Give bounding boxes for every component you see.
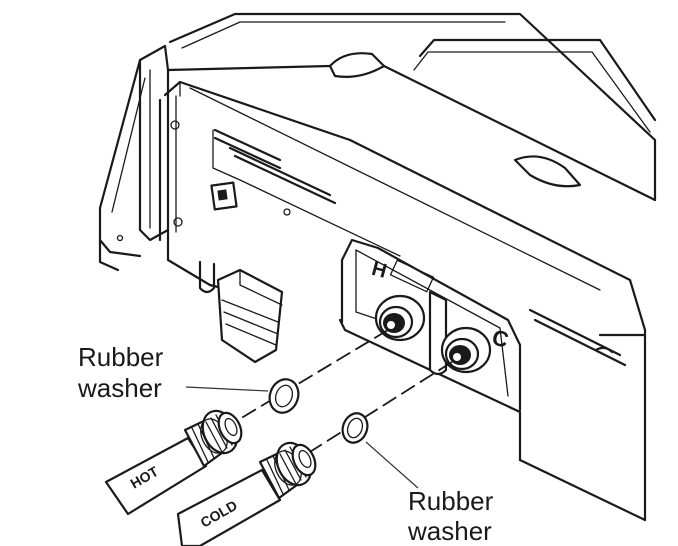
rubber-washer-hot xyxy=(268,378,300,414)
cold-alignment-line xyxy=(293,361,453,463)
washer-right-label-line2: washer xyxy=(407,516,492,546)
washer-right-callout: Rubber washer xyxy=(407,486,494,546)
valve-recess: H C xyxy=(340,238,522,412)
washer-cabinet xyxy=(98,12,657,522)
hot-hose: HOT xyxy=(104,409,243,516)
washer-left-label-line2: washer xyxy=(77,373,162,403)
cold-inlet-valve xyxy=(440,326,492,374)
hot-alignment-line xyxy=(217,329,389,433)
rubber-washer-cold xyxy=(341,412,369,444)
cold-hose: COLD xyxy=(176,441,317,546)
hot-inlet-valve xyxy=(374,294,426,342)
valve-cold-letter: C xyxy=(489,324,511,352)
washer-right-leader xyxy=(365,441,419,489)
washer-left-leader xyxy=(185,386,269,392)
washer-left-label-line1: Rubber xyxy=(78,342,164,372)
valve-hot-letter: H xyxy=(369,258,389,283)
washer-right-label-line1: Rubber xyxy=(408,486,494,516)
plug-tab xyxy=(216,268,284,364)
washer-left-callout: Rubber washer xyxy=(77,342,164,403)
